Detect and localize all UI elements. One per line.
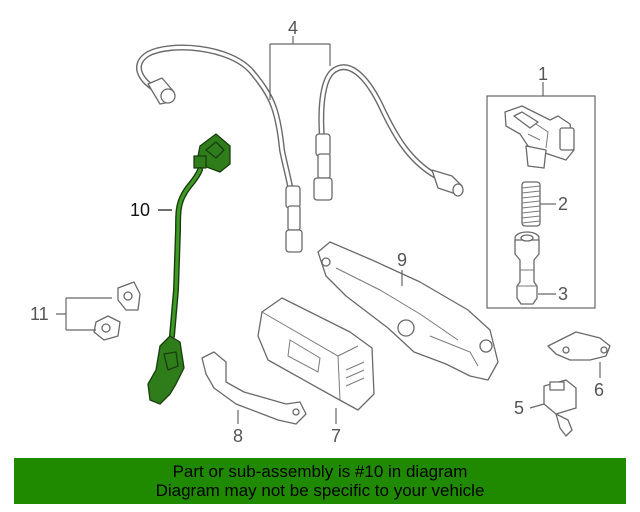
callout-labels: 1 2 3 4 5 6 7 8 9 10 11: [30, 18, 604, 446]
callout-6[interactable]: 6: [594, 380, 604, 400]
crank-sensor-part-10-selected[interactable]: [147, 133, 231, 405]
callout-4[interactable]: 4: [288, 18, 298, 38]
callout-2[interactable]: 2: [558, 194, 568, 214]
spark-plug-wire-part-4[interactable]: [136, 44, 464, 253]
leader-lines: [56, 36, 601, 424]
control-module-part-7[interactable]: [257, 297, 375, 411]
bracket-part-6[interactable]: [547, 331, 611, 361]
banner-line-2: Diagram may not be specific to your vehi…: [155, 481, 485, 500]
callout-11[interactable]: 11: [30, 304, 49, 324]
callout-5[interactable]: 5: [514, 398, 524, 418]
mounting-bracket-part-8[interactable]: [201, 351, 307, 425]
selected-part-banner: Part or sub-assembly is #10 in diagram D…: [14, 458, 626, 504]
banner-line-1: Part or sub-assembly is #10 in diagram: [172, 462, 468, 481]
callout-7[interactable]: 7: [331, 426, 341, 446]
coil-spring-part-2[interactable]: [521, 181, 541, 227]
bracket-part-11[interactable]: [93, 281, 141, 341]
ignition-coil-part-1[interactable]: [504, 105, 575, 169]
callout-10-selected[interactable]: 10: [130, 200, 150, 220]
callout-9[interactable]: 9: [397, 250, 407, 270]
callout-3[interactable]: 3: [558, 284, 568, 304]
relay-sensor-part-5[interactable]: [543, 379, 577, 437]
part-1-group-box[interactable]: [486, 95, 596, 309]
callout-1[interactable]: 1: [538, 64, 548, 84]
cover-rail-part-9[interactable]: [317, 241, 499, 381]
coil-boot-part-3[interactable]: [514, 231, 540, 305]
exploded-parts-diagram: 1 2 3 4 5 6 7 8 9 10 11: [30, 18, 611, 446]
callout-8[interactable]: 8: [233, 426, 243, 446]
